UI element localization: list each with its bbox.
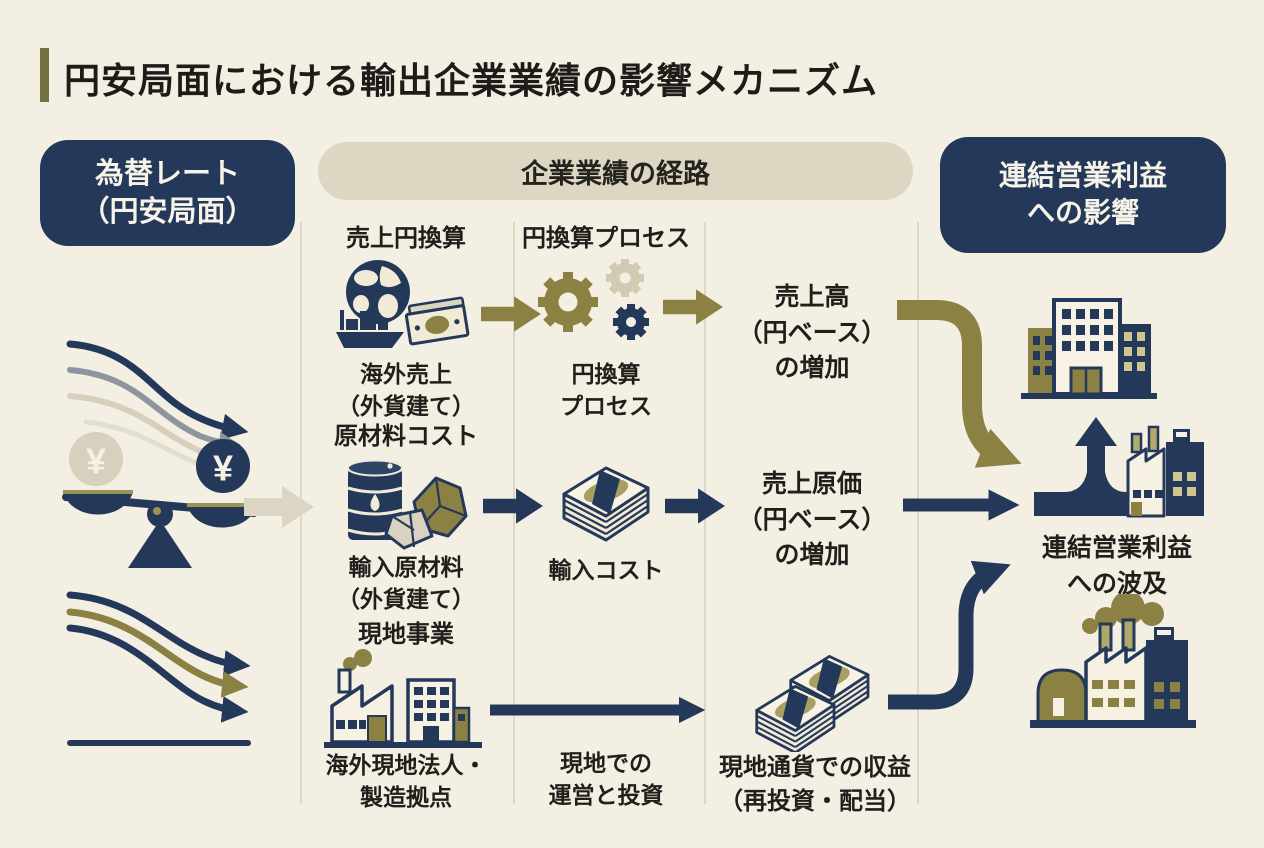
arrow-right-icon [481, 294, 543, 334]
header-exchange-rate-line2: （円安局面） [80, 196, 255, 228]
up-arrow-platform [1034, 417, 1142, 516]
row2-output-label: 売上原価 （円ベース） の増加 [737, 470, 887, 569]
ground-line [1030, 720, 1196, 728]
row1-category: 売上円換算 [346, 225, 466, 252]
chimney [1147, 425, 1160, 453]
gear-olive [538, 272, 598, 332]
svg-text:¥: ¥ [213, 448, 233, 489]
scale-beam [62, 493, 258, 517]
yen-coin-dark-icon [196, 439, 250, 493]
title-accent-bar [40, 48, 49, 102]
money-stack-back [789, 655, 870, 725]
balance-scale-icon: ¥ ¥ [62, 432, 258, 568]
ground-line [324, 742, 482, 748]
arrow-right-icon [483, 486, 545, 526]
globe [346, 260, 410, 324]
row1-source-label: 海外売上 （外貨建て） [337, 361, 475, 420]
column-divider [300, 222, 302, 804]
header-exchange-rate: 為替レート （円安局面） [40, 140, 295, 246]
result-label: 連結営業利益 への波及 [1041, 534, 1193, 599]
arrow-right-light-icon [244, 486, 314, 528]
scale-pan-left [63, 492, 133, 515]
money-stack-front [755, 685, 836, 752]
cargo-ship [336, 310, 404, 348]
oil-barrel-ore-icon [334, 450, 476, 556]
header-exchange-rate-line1: 為替レート [94, 157, 240, 190]
header-consolidated-profit: 連結営業利益 への影響 [940, 137, 1226, 253]
row3-output-label: 現地通貨での収益 （再投資・配当） [719, 754, 911, 816]
smoke [343, 649, 372, 671]
row2-category: 原材料コスト [334, 423, 478, 450]
chimney [1098, 622, 1113, 652]
factory-building-icon [322, 646, 486, 752]
factory-door [367, 715, 387, 743]
header-performance-path: 企業業績の経路 [318, 142, 913, 200]
scale-base [128, 520, 192, 568]
profit-growth-arrow-factory-icon [1030, 412, 1218, 518]
row1-process-label: 円換算 プロセス [560, 361, 652, 420]
gear-navy [613, 304, 649, 340]
arrow-local-to-profit [888, 560, 1011, 710]
ore-rocks [384, 476, 468, 550]
column-divider [917, 222, 919, 804]
banknote-stack-icon [548, 448, 664, 552]
money-stack [562, 466, 650, 542]
gear-tan [606, 259, 644, 297]
building-right [1118, 324, 1151, 394]
row2-process-label: 輸入コスト [548, 557, 664, 583]
scale-pivot [147, 501, 173, 527]
ground-line [1021, 393, 1157, 399]
row1-process-category: 円換算プロセス [522, 225, 690, 252]
annex [452, 706, 471, 744]
declining-trend-arrows-icon [66, 591, 251, 746]
row3-category: 現地事業 [358, 621, 454, 648]
navy-tower [1166, 442, 1204, 516]
row3-source-label: 海外現地法人・ 製造拠点 [325, 752, 487, 811]
banknote [404, 296, 470, 346]
row3-process-label: 現地での 運営と投資 [548, 750, 664, 809]
scale-pan-right [187, 505, 257, 528]
header-consolidated-profit-line1: 連結営業利益 [998, 160, 1167, 192]
row1-output-label: 売上高 （円ベース） の増加 [737, 283, 887, 382]
smoking-factory-icon [1024, 594, 1204, 734]
arrow-sales-to-profit [897, 300, 1022, 468]
svg-text:¥: ¥ [86, 441, 106, 482]
row2-source-label: 輸入原材料 （外貨建て） [337, 554, 475, 613]
declining-trend-arrows-icon [66, 340, 249, 470]
chimney [1121, 618, 1136, 652]
globe-ship-banknote-icon [330, 252, 480, 360]
white-factory [1126, 447, 1166, 518]
chimney [337, 668, 352, 694]
header-performance-path-label: 企業業績の経路 [521, 158, 710, 189]
arrow-right-icon [663, 287, 725, 327]
tower [1146, 640, 1188, 722]
header-consolidated-profit-line2: への影響 [1026, 197, 1139, 228]
double-banknote-stack-icon [742, 638, 884, 752]
office-buildings-icon [1016, 294, 1162, 404]
page-title: 円安局面における輸出企業業績の影響メカニズム [64, 60, 879, 101]
yen-coin-light-icon [69, 432, 123, 486]
arrow-right-icon [665, 486, 727, 526]
gears-icon [528, 252, 662, 352]
chimney [1130, 432, 1143, 454]
